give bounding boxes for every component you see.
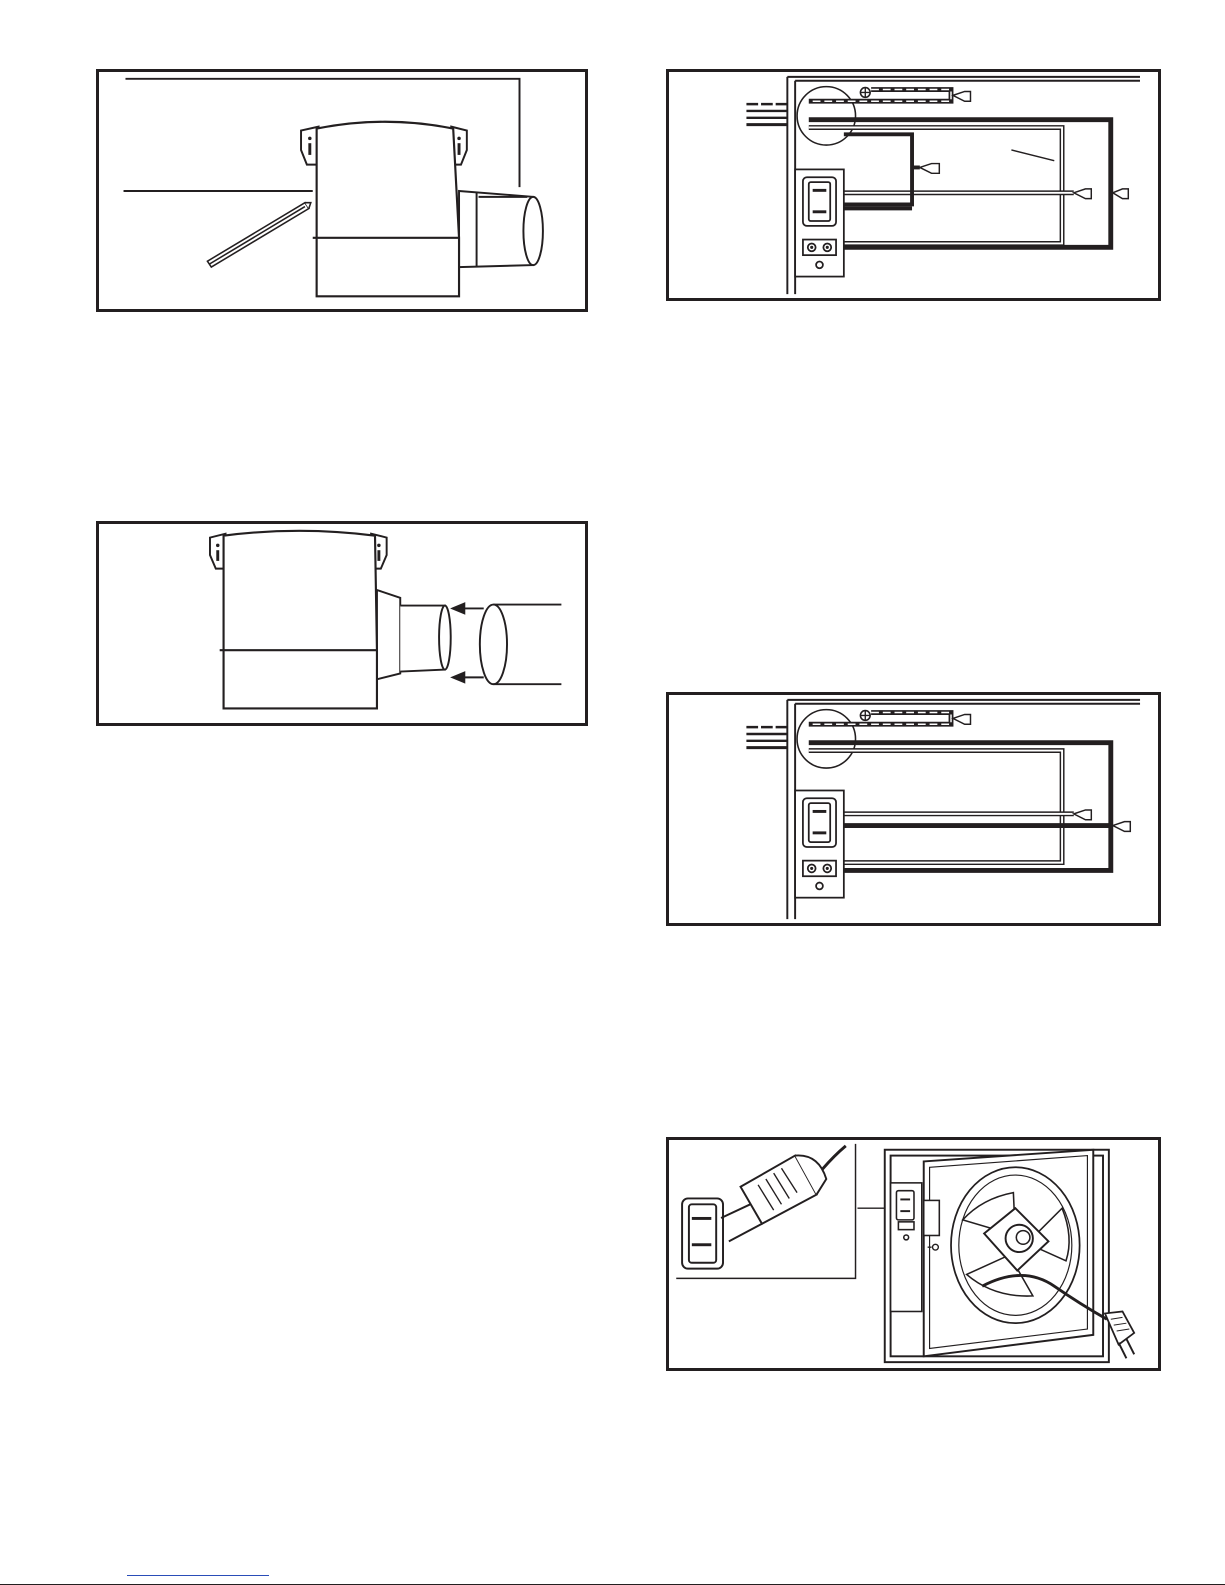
wiring-diagram-icon: [669, 695, 1158, 923]
plug-into-receptacle-icon: [669, 1140, 1158, 1368]
figure-plug-in: [666, 1137, 1161, 1371]
duct-attach-arrows-icon: [99, 524, 585, 723]
figure-wiring-ground: [666, 69, 1161, 301]
footer-link-underline[interactable]: [127, 1575, 269, 1576]
marking-pencil-at-housing-icon: [99, 72, 585, 309]
figure-housing-marking: [96, 69, 588, 312]
figure-wiring: [666, 692, 1161, 926]
figure-duct-attach: [96, 521, 588, 726]
wiring-diagram-with-ground-icon: [669, 72, 1158, 298]
